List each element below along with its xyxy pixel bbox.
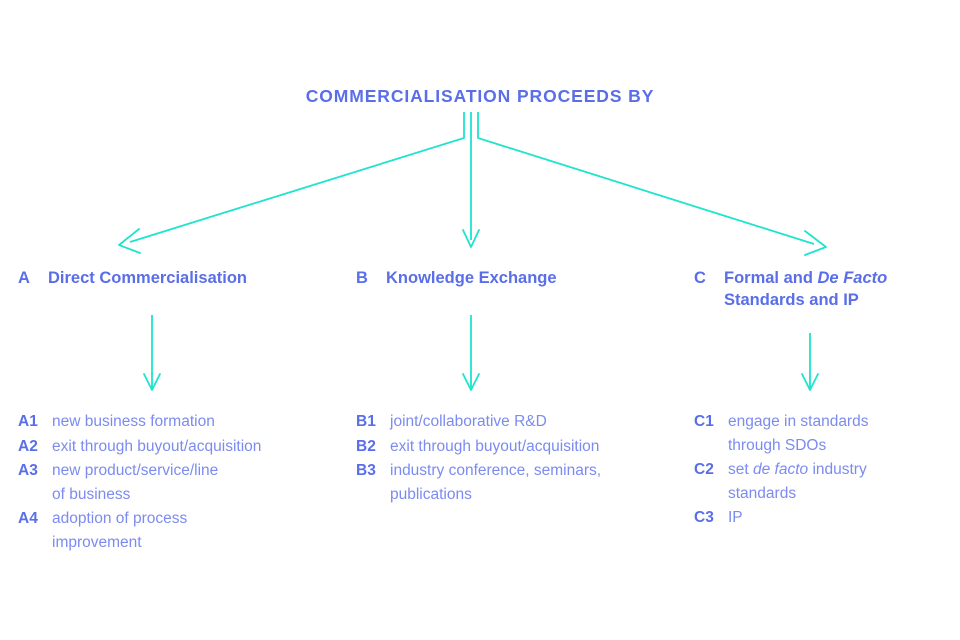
list-item: B3 industry conference, seminars, publica…	[356, 459, 676, 506]
item-code: A1	[18, 413, 38, 430]
list-item: B1 joint/collaborative R&D	[356, 410, 676, 434]
branch-b-letter: B	[356, 269, 368, 287]
item-text: IP	[728, 509, 743, 527]
list-item: A3 new product/service/line of business	[18, 459, 338, 506]
item-text: industry conference, seminars, publicati…	[390, 462, 602, 503]
branch-c-letter: C	[694, 269, 706, 287]
item-code: C3	[694, 509, 714, 527]
item-text: adoption of process improvement	[52, 510, 188, 551]
list-item: A1 new business formation	[18, 410, 338, 434]
item-code: A2	[18, 437, 38, 455]
arrowhead-branch-a-items-icon	[143, 373, 161, 391]
branch-b-heading: B Knowledge Exchange	[356, 268, 676, 290]
item-code: A4	[18, 510, 38, 528]
item-code: C1	[694, 413, 714, 430]
item-code: B3	[356, 462, 376, 480]
item-text: engage in standards through SDOs	[728, 413, 869, 454]
arrowhead-branch-a-icon	[118, 228, 141, 254]
item-text: new business formation	[52, 413, 215, 430]
branch-b-heading-text: Knowledge Exchange	[386, 269, 557, 287]
branch-a-letter: A	[18, 269, 30, 287]
item-text-post: industry standards	[728, 461, 867, 502]
item-code: B2	[356, 437, 376, 455]
branch-b-item-list: B1 joint/collaborative R&D B2 exit through…	[356, 410, 676, 507]
arrowhead-branch-c-icon	[804, 230, 827, 256]
item-code: C2	[694, 461, 714, 479]
item-text-pre: set	[728, 461, 753, 479]
list-item: C2 set de facto industry standards	[694, 458, 944, 505]
branch-c-heading-line2: Standards and IP	[724, 290, 859, 309]
arrowhead-branch-b-items-icon	[462, 373, 480, 391]
branch-a-heading-text: Direct Commercialisation	[48, 269, 247, 287]
list-item: C3 IP	[694, 506, 944, 530]
list-item: B2 exit through buyout/acquisition	[356, 435, 676, 459]
branch-a-heading: A Direct Commercialisation	[18, 268, 338, 290]
branch-c-heading-italic: De Facto	[817, 269, 888, 287]
item-code: A3	[18, 462, 38, 480]
list-item: A2 exit through buyout/acquisition	[18, 435, 338, 459]
arrowhead-branch-c-items-icon	[801, 373, 819, 391]
item-text: new product/service/line of business	[52, 462, 219, 503]
page-title: COMMERCIALISATION PROCEEDS BY	[305, 86, 655, 106]
list-item: A4 adoption of process improvement	[18, 507, 338, 554]
trunk-left-to-branch-a	[129, 112, 465, 243]
item-code: B1	[356, 413, 376, 430]
item-text: exit through buyout/acquisition	[390, 437, 600, 455]
branch-c-heading-pre: Formal and	[724, 269, 818, 287]
item-text-italic: de facto	[752, 461, 809, 479]
arrowhead-branch-b-icon	[462, 229, 480, 248]
item-text: joint/collaborative R&D	[390, 413, 547, 430]
branch-c-item-list: C1 engage in standards through SDOs C2 set…	[694, 410, 944, 531]
item-text: exit through buyout/acquisition	[52, 437, 262, 455]
trunk-right-to-branch-c	[477, 112, 815, 245]
branch-b: B Knowledge Exchange B1 joint/collaborativ…	[356, 268, 676, 503]
branch-a: A Direct Commercialisation A1 new business…	[18, 268, 338, 551]
branch-a-item-list: A1 new business formation A2 exit through …	[18, 410, 338, 555]
list-item: C1 engage in standards through SDOs	[694, 410, 944, 457]
